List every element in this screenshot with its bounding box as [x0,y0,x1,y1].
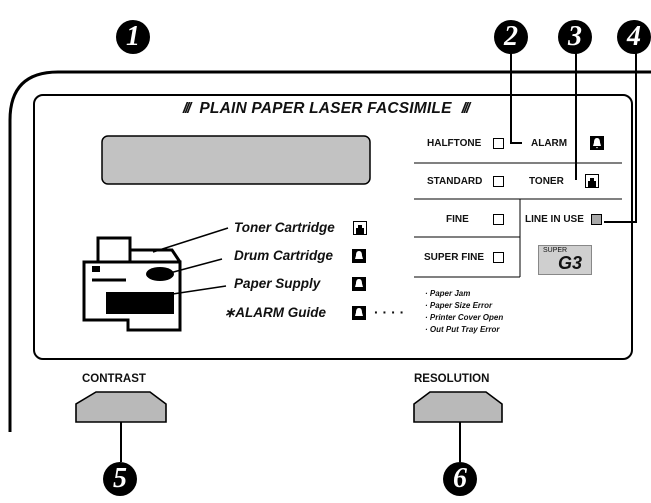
callout-6: 6 [443,462,477,496]
title-slash-left: /// [182,100,191,117]
cause-paper-size-error: · Paper Size Error [425,301,493,310]
line-in-use-label: LINE IN USE [525,214,584,225]
alarm-label: ALARM [531,138,568,149]
line-in-use-led [591,214,602,225]
paper-alarm-icon [352,277,366,291]
contrast-label: CONTRAST [82,373,146,385]
toner-label: TONER [529,176,564,187]
callout-3: 3 [558,20,592,54]
legend-alarm-guide: ∗ALARM Guide [224,305,327,320]
printer-illustration [82,236,182,332]
cause-paper-jam: · Paper Jam [425,289,471,298]
legend-drum-cartridge: Drum Cartridge [234,248,334,263]
leader-drum [165,258,223,275]
cause-printer-cover-open: · Printer Cover Open [425,313,504,322]
super-fine-indicator [493,252,504,263]
callout-1: 1 [116,20,150,54]
leader-2 [510,52,522,144]
contrast-button [75,391,167,423]
toner-cartridge-icon [353,221,367,235]
control-panel [33,94,633,360]
fine-indicator [493,214,504,225]
halftone-label: HALFTONE [427,138,482,149]
legend-paper-supply: Paper Supply [234,276,321,291]
alarm-guide-dots: · · · · [374,304,405,320]
alarm-bell-icon [590,136,604,150]
resolution-label: RESOLUTION [414,373,490,385]
fine-label: FINE [446,214,469,225]
badge-super: SUPER [543,247,568,254]
super-g3-badge: SUPER G3 [538,245,592,275]
legend-toner-cartridge: Toner Cartridge [234,220,335,235]
badge-g3: G3 [558,253,583,273]
standard-indicator [493,176,504,187]
lcd-display [101,135,371,185]
toner-icon [585,174,599,188]
alarm-guide-icon [352,306,366,320]
drum-illustration [146,267,174,281]
cause-output-tray-error: · Out Put Tray Error [425,325,500,334]
paper-tray-illustration [106,292,174,314]
title-slash-right: /// [461,100,470,117]
super-fine-label: SUPER FINE [424,252,485,263]
title-text: PLAIN PAPER LASER FACSIMILE [199,100,452,117]
callout-4: 4 [617,20,651,54]
panel-title: /// PLAIN PAPER LASER FACSIMILE /// [0,100,651,118]
device-outline [8,70,651,432]
resolution-button [413,391,503,423]
callout-2: 2 [494,20,528,54]
leader-4 [604,52,637,223]
standard-label: STANDARD [427,176,483,187]
callout-5: 5 [103,462,137,496]
leader-toner [152,227,229,253]
halftone-indicator [493,138,504,149]
drum-alarm-icon [352,249,366,263]
